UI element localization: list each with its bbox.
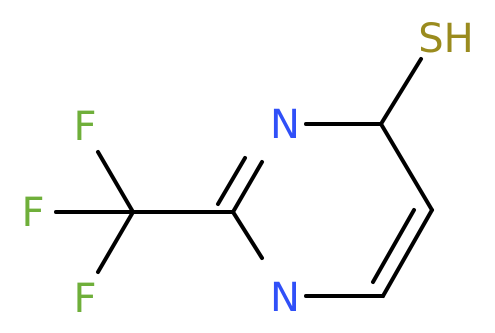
bond-n3-c2 <box>231 210 264 260</box>
atom-sh: SH <box>418 16 473 62</box>
bond-c2-n1 <box>231 160 264 214</box>
bond-cf3-f-bottom <box>96 210 135 274</box>
bond-cf3-f-top <box>96 150 135 214</box>
bond-c4-c5 <box>379 122 434 212</box>
bonds <box>54 57 434 298</box>
bond-c2-n1-double <box>216 156 247 206</box>
atom-f-middle: F <box>21 190 44 236</box>
atom-f-top: F <box>73 104 96 150</box>
bond-c4-sh <box>379 57 423 126</box>
bond-c5-c6 <box>381 208 434 298</box>
atom-n-bottom: N <box>270 275 300 321</box>
atom-labels: N N SH F F F <box>21 16 473 322</box>
atom-f-bottom: F <box>73 276 96 322</box>
bond-c5-c6-double <box>371 208 416 284</box>
atom-n-top: N <box>270 102 300 148</box>
